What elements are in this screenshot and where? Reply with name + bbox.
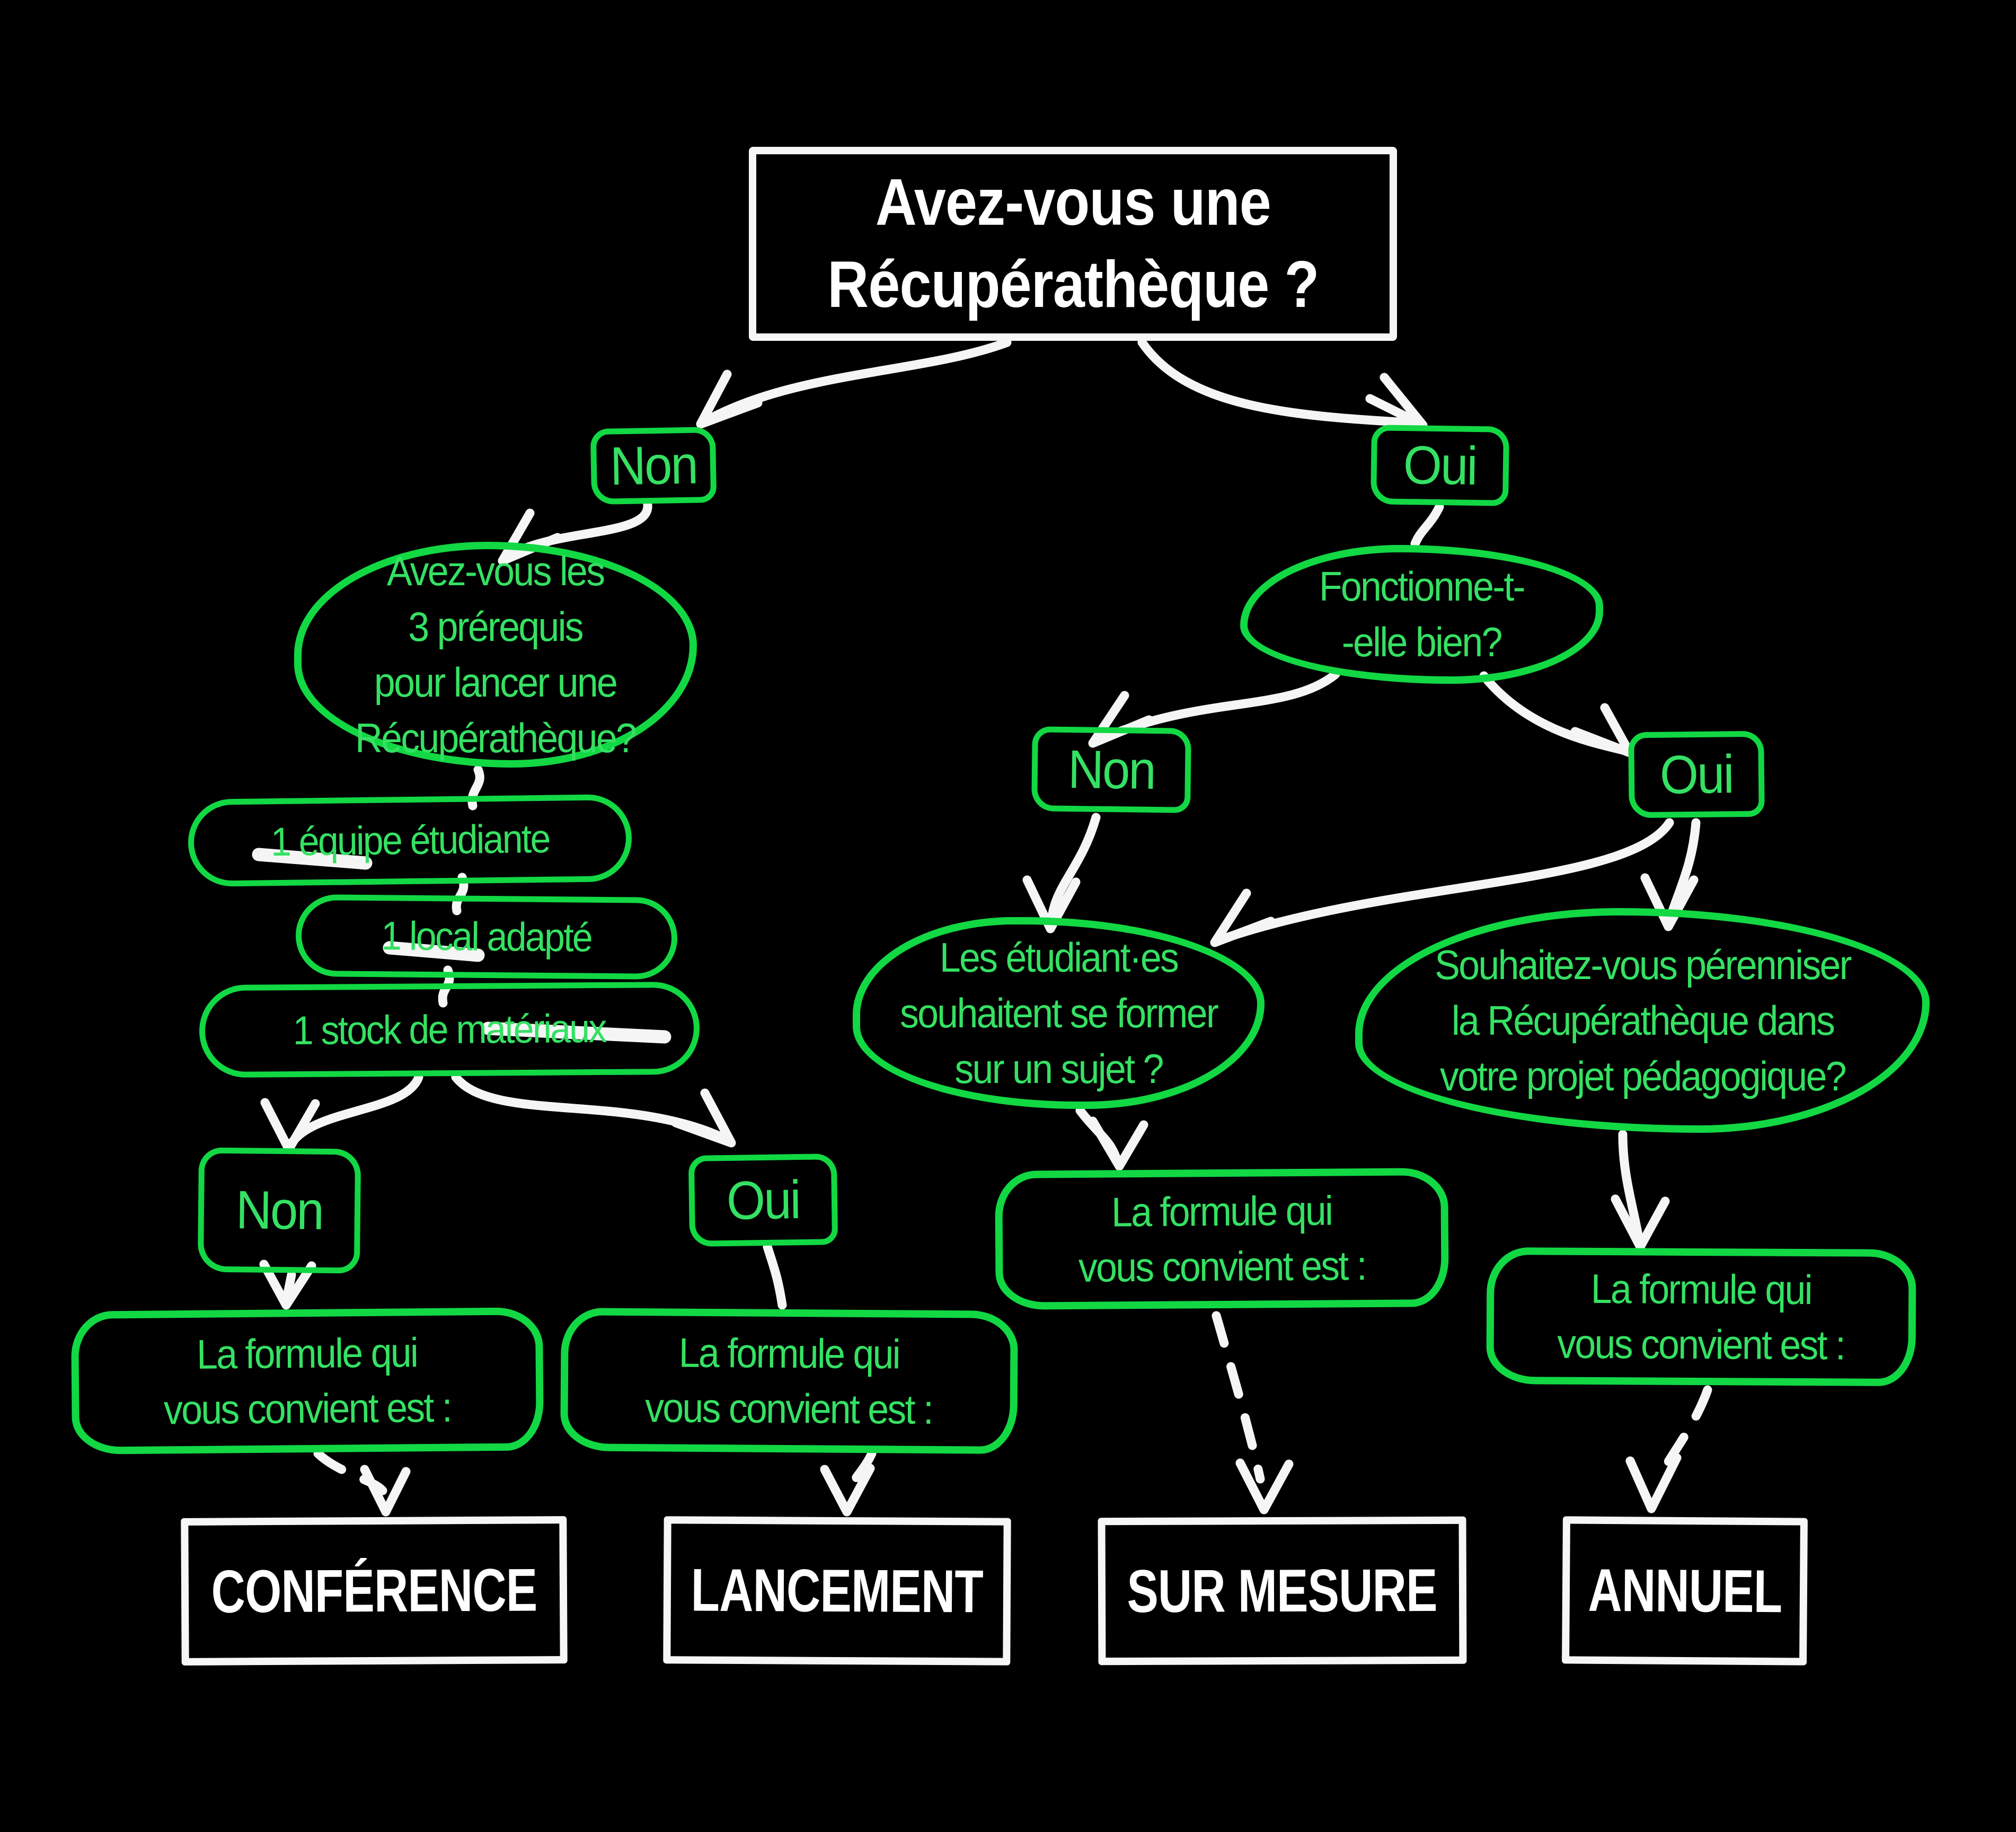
training-question-blob: Les étudiant·es souhaitent se former sur…	[853, 917, 1265, 1109]
prereq-question-label: Avez-vous les 3 prérequis pour lancer un…	[355, 548, 637, 761]
root-question-box: Avez-vous une Récupérathèque ?	[749, 147, 1397, 341]
result-surmesure: SUR MESURE	[1098, 1516, 1467, 1666]
formula-annuel-label: La formule qui vous convient est :	[1557, 1265, 1845, 1369]
prereq-item-team: 1 équipe étudiante	[188, 794, 632, 887]
answer-oui-prereq: Oui	[688, 1153, 838, 1247]
formula-box-lancement: La formule qui vous convient est :	[560, 1307, 1018, 1455]
result-lancement-label: LANCEMENT	[691, 1556, 984, 1625]
answer-oui-working: Oui	[1628, 730, 1765, 818]
answer-non-working: Non	[1031, 726, 1191, 813]
result-annuel-label: ANNUEL	[1587, 1556, 1782, 1625]
training-question-label: Les étudiant·es souhaitent se former sur…	[900, 933, 1219, 1092]
answer-oui-level1-label: Oui	[1403, 434, 1477, 496]
answer-non-working-label: Non	[1067, 738, 1155, 800]
prereq-item-local: 1 local adapté	[295, 894, 678, 980]
answer-non-prereq-label: Non	[235, 1179, 323, 1241]
perennial-question-blob: Souhaitez-vous pérenniser la Récupérathè…	[1355, 908, 1930, 1133]
prereq-item-stock: 1 stock de matériaux	[199, 981, 700, 1078]
answer-oui-level1: Oui	[1370, 425, 1510, 506]
answer-oui-working-label: Oui	[1659, 743, 1734, 805]
result-lancement: LANCEMENT	[663, 1516, 1011, 1666]
formula-box-conference: La formule qui vous convient est :	[70, 1307, 544, 1455]
formula-conference-label: La formule qui vous convient est :	[164, 1329, 452, 1433]
result-annuel: ANNUEL	[1562, 1516, 1808, 1666]
answer-non-level1: Non	[590, 426, 717, 505]
formula-surmesure-label: La formule qui vous convient est :	[1078, 1187, 1366, 1291]
result-conference-label: CONFÉRENCE	[211, 1556, 537, 1626]
answer-non-level1-label: Non	[609, 434, 697, 497]
prereq-item-stock-label: 1 stock de matériaux	[293, 1006, 606, 1054]
answer-non-prereq: Non	[197, 1147, 361, 1274]
answer-oui-prereq-label: Oui	[726, 1169, 800, 1231]
prereq-item-local-label: 1 local adapté	[381, 913, 592, 961]
working-question-label: Fonctionne-t- -elle bien?	[1319, 563, 1526, 665]
prereq-item-team-label: 1 équipe étudiante	[270, 816, 550, 865]
perennial-question-label: Souhaitez-vous pérenniser la Récupérathè…	[1434, 941, 1852, 1099]
working-question-blob: Fonctionne-t- -elle bien?	[1240, 545, 1603, 684]
prereq-question-blob: Avez-vous les 3 prérequis pour lancer un…	[294, 542, 697, 768]
formula-lancement-label: La formule qui vous convient est :	[645, 1329, 933, 1433]
result-surmesure-label: SUR MESURE	[1127, 1556, 1438, 1625]
result-conference: CONFÉRENCE	[181, 1516, 568, 1666]
formula-box-annuel: La formule qui vous convient est :	[1486, 1247, 1916, 1387]
formula-box-surmesure: La formule qui vous convient est :	[995, 1168, 1449, 1310]
root-question-label: Avez-vous une Récupérathèque ?	[827, 166, 1319, 321]
